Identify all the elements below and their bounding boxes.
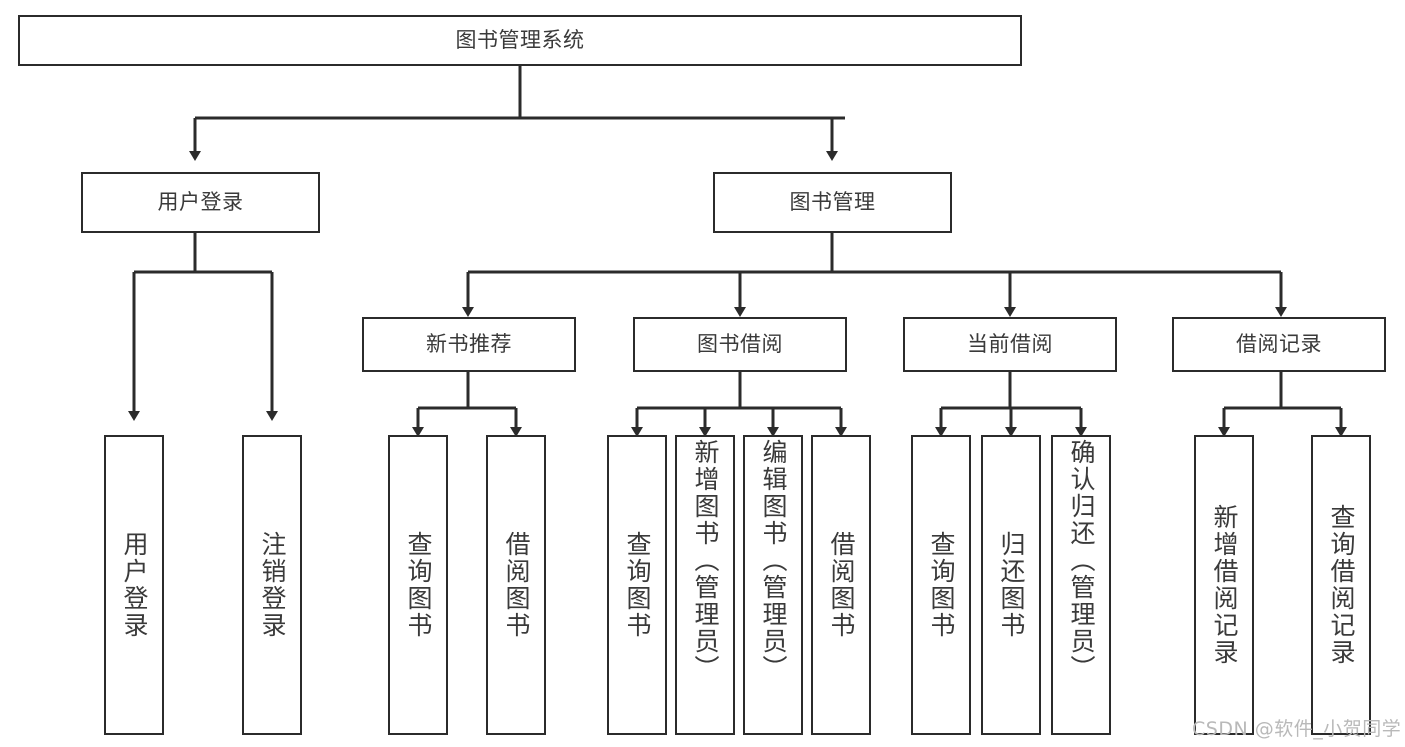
node-leaf-borrow-book-2[interactable]: 借阅图书 <box>811 435 871 735</box>
node-book-manage[interactable]: 图书管理 <box>713 172 952 233</box>
node-leaf-query-book-1-label: 查询图书 <box>404 531 433 639</box>
node-leaf-edit-book[interactable]: 编辑图书（管理员） <box>743 435 803 735</box>
node-user-login-label: 用户登录 <box>157 189 244 214</box>
node-leaf-user-login[interactable]: 用户登录 <box>104 435 164 735</box>
node-borrow-record-label: 借阅记录 <box>1236 331 1322 356</box>
node-leaf-logout-label: 注销登录 <box>258 531 287 639</box>
node-leaf-add-record-label: 新增借阅记录 <box>1210 504 1239 666</box>
node-leaf-query-book-2-label: 查询图书 <box>623 531 652 639</box>
node-current-borrow[interactable]: 当前借阅 <box>903 317 1117 372</box>
node-book-borrow-label: 图书借阅 <box>697 331 783 356</box>
node-leaf-add-book-label: 新增图书（管理员） <box>691 439 720 682</box>
node-leaf-logout[interactable]: 注销登录 <box>242 435 302 735</box>
node-leaf-user-login-label: 用户登录 <box>120 531 149 639</box>
node-leaf-borrow-book-1[interactable]: 借阅图书 <box>486 435 546 735</box>
node-leaf-query-record[interactable]: 查询借阅记录 <box>1311 435 1371 735</box>
node-leaf-confirm-return[interactable]: 确认归还（管理员） <box>1051 435 1111 735</box>
node-new-book-rec-label: 新书推荐 <box>426 331 512 356</box>
watermark: CSDN @软件_小贺同学 <box>1192 718 1402 740</box>
node-root-label: 图书管理系统 <box>455 27 585 52</box>
node-leaf-query-record-label: 查询借阅记录 <box>1327 504 1356 666</box>
node-leaf-query-book-1[interactable]: 查询图书 <box>388 435 448 735</box>
node-leaf-confirm-return-label: 确认归还（管理员） <box>1067 439 1096 682</box>
node-root[interactable]: 图书管理系统 <box>18 15 1022 66</box>
node-leaf-return-book[interactable]: 归还图书 <box>981 435 1041 735</box>
node-leaf-query-book-3[interactable]: 查询图书 <box>911 435 971 735</box>
node-new-book-rec[interactable]: 新书推荐 <box>362 317 576 372</box>
node-leaf-add-record[interactable]: 新增借阅记录 <box>1194 435 1254 735</box>
node-leaf-borrow-book-2-label: 借阅图书 <box>827 531 856 639</box>
node-user-login[interactable]: 用户登录 <box>81 172 320 233</box>
node-leaf-return-book-label: 归还图书 <box>997 531 1026 639</box>
node-leaf-query-book-3-label: 查询图书 <box>927 531 956 639</box>
node-book-manage-label: 图书管理 <box>789 189 876 214</box>
node-current-borrow-label: 当前借阅 <box>967 331 1053 356</box>
node-leaf-edit-book-label: 编辑图书（管理员） <box>759 439 788 682</box>
node-leaf-borrow-book-1-label: 借阅图书 <box>502 531 531 639</box>
node-book-borrow[interactable]: 图书借阅 <box>633 317 847 372</box>
node-leaf-query-book-2[interactable]: 查询图书 <box>607 435 667 735</box>
node-borrow-record[interactable]: 借阅记录 <box>1172 317 1386 372</box>
node-leaf-add-book[interactable]: 新增图书（管理员） <box>675 435 735 735</box>
